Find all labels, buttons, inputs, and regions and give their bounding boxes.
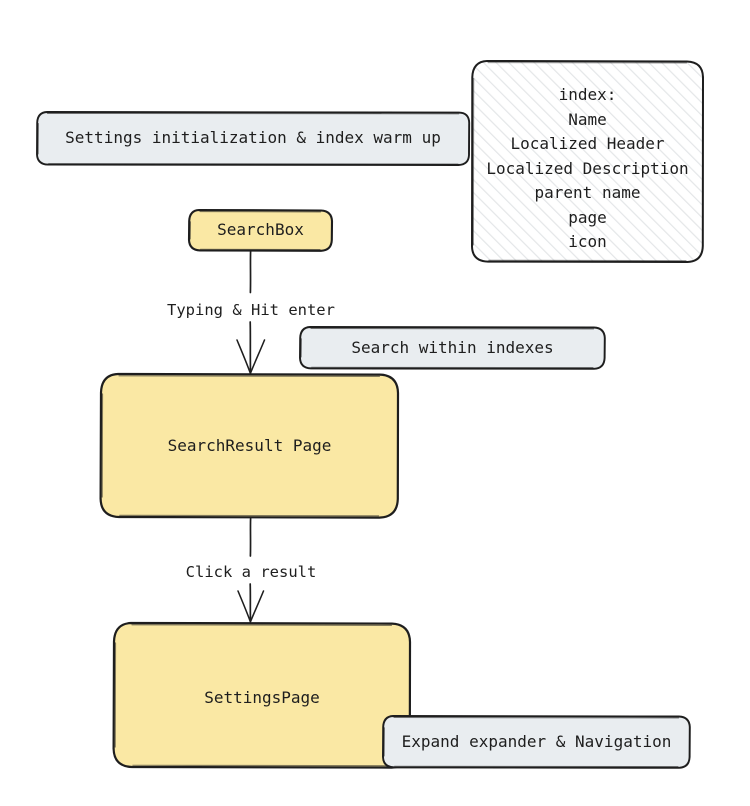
index-line-3: Localized Description [486, 158, 689, 178]
index-box-content: index: Name Localized Header Localized D… [472, 83, 703, 255]
edge-typing-hit-enter [236, 250, 266, 375]
index-line-0: index: [558, 85, 617, 104]
index-line-6: icon [568, 232, 607, 251]
index-line-4: parent name [534, 183, 641, 202]
edge-click-a-result [237, 517, 265, 623]
node-search-result-page[interactable] [99, 372, 400, 519]
node-searchbox[interactable] [187, 208, 334, 252]
node-settings-page[interactable] [112, 621, 412, 769]
note-settings-init [36, 111, 471, 166]
note-expand-expander [382, 715, 691, 769]
index-box [471, 60, 704, 263]
note-search-within-indexes [299, 326, 606, 370]
index-line-2: Localized Header [510, 134, 665, 153]
index-line-1: Name [568, 109, 607, 129]
index-line-5: page [568, 207, 607, 227]
